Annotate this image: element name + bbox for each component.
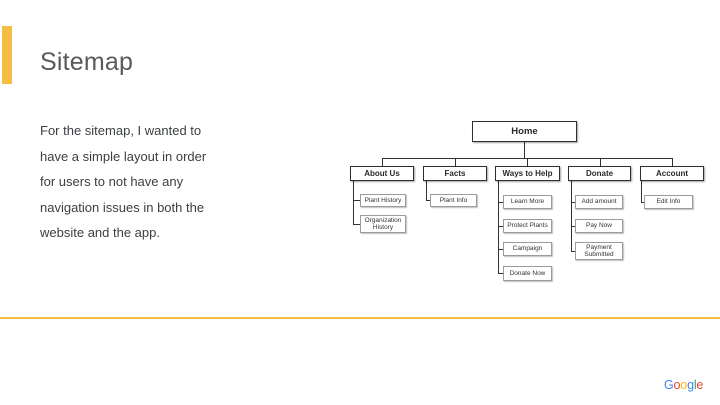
- connector-tick: [672, 158, 673, 166]
- body-line: for users to not have any: [40, 174, 184, 190]
- node-ways-to-help: Ways to Help: [495, 166, 560, 181]
- connector-column: [571, 181, 572, 251]
- connector-column: [498, 181, 499, 273]
- connector-elbow: [498, 249, 503, 250]
- google-logo-letter: o: [673, 378, 681, 392]
- node-add-amount: Add amount: [575, 195, 623, 209]
- connector-column: [353, 181, 354, 224]
- connector-elbow: [571, 226, 575, 227]
- node-payment-submitted: Payment Submitted: [575, 242, 623, 260]
- node-home: Home: [472, 121, 577, 142]
- node-learn-more: Learn More: [503, 195, 552, 209]
- google-logo-letter: G: [664, 378, 674, 392]
- connector-elbow: [353, 224, 360, 225]
- google-logo-letter: g: [687, 378, 694, 392]
- body-line: have a simple layout in order: [40, 148, 207, 164]
- google-logo-letter: e: [696, 378, 704, 392]
- node-plant-history: Plant History: [360, 194, 406, 207]
- node-organization-history: Organization History: [360, 215, 406, 233]
- connector-home-stem: [524, 142, 525, 158]
- connector-tick: [455, 158, 456, 166]
- google-logo-letter: l: [693, 378, 697, 392]
- node-campaign: Campaign: [503, 242, 552, 256]
- node-account: Account: [640, 166, 704, 181]
- node-pay-now: Pay Now: [575, 219, 623, 233]
- title-accent-bar: [2, 26, 12, 84]
- connector-elbow: [498, 202, 503, 203]
- connector-elbow: [353, 200, 360, 201]
- connector-column: [641, 181, 642, 202]
- connector-elbow: [498, 273, 503, 274]
- connector-tick: [600, 158, 601, 166]
- google-logo: Google: [664, 378, 703, 392]
- google-logo-letter: o: [680, 378, 688, 392]
- node-donate-now: Donate Now: [503, 266, 552, 281]
- body-line: website and the app.: [40, 225, 160, 241]
- connector-elbow: [426, 200, 430, 201]
- node-facts: Facts: [423, 166, 487, 181]
- node-protect-plants: Protect Plants: [503, 219, 552, 233]
- connector-elbow: [498, 226, 503, 227]
- node-edit-info: Edit Info: [644, 195, 693, 209]
- node-donate: Donate: [568, 166, 631, 181]
- connector-elbow: [641, 202, 644, 203]
- footer-accent-line: [0, 317, 720, 319]
- body-line: For the sitemap, I wanted to: [40, 123, 202, 138]
- connector-elbow: [571, 202, 575, 203]
- body-line: navigation issues in both the: [40, 199, 205, 215]
- connector-column: [426, 181, 427, 200]
- connector-tick: [382, 158, 383, 166]
- connector-elbow: [571, 251, 575, 252]
- node-about-us: About Us: [350, 166, 414, 181]
- node-plant-info: Plant Info: [430, 194, 477, 207]
- body-paragraph: For the sitemap, I wanted to have a simp…: [40, 118, 255, 246]
- page-title: Sitemap: [40, 48, 134, 76]
- connector-tick: [527, 158, 528, 166]
